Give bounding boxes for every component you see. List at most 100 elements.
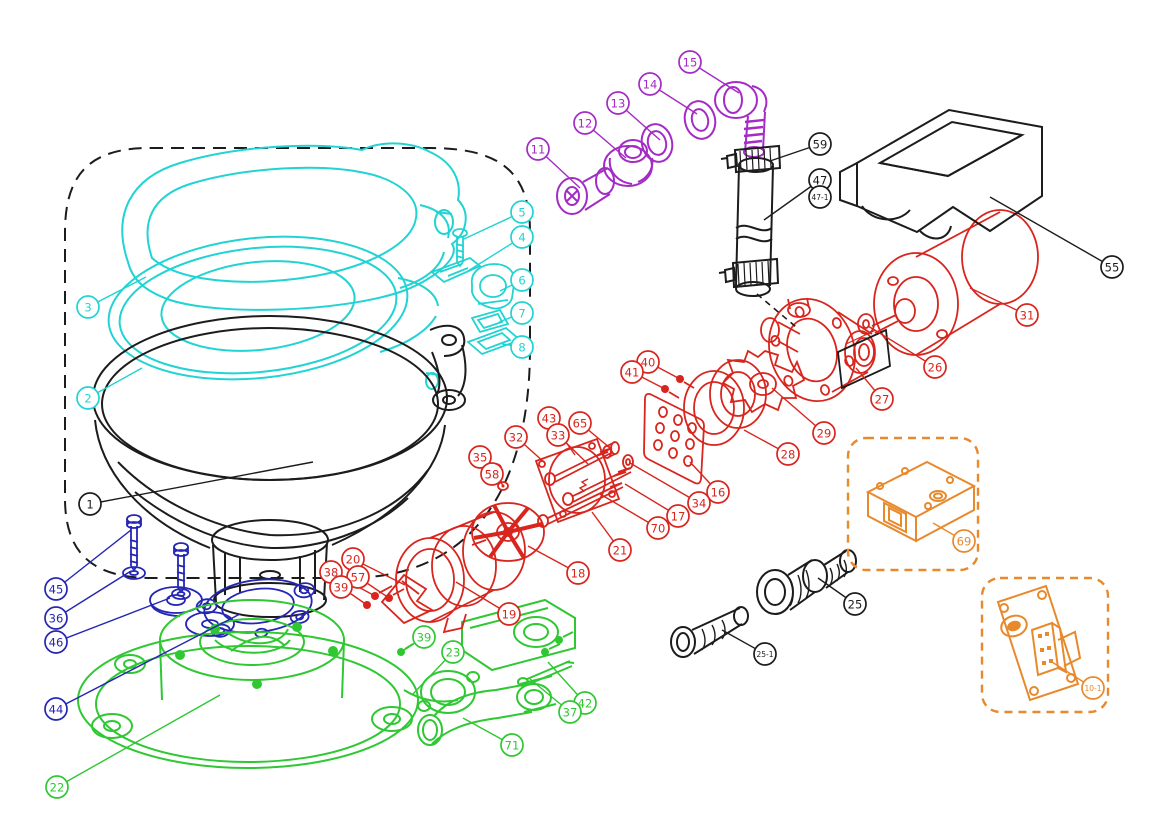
callout-number: 28 — [781, 448, 796, 462]
callout-number: 22 — [50, 781, 65, 795]
callout-31-17: 31 — [970, 288, 1038, 326]
callout-bubble — [667, 505, 689, 527]
callout-number: 12 — [578, 117, 593, 131]
inlet-fittings — [557, 82, 766, 214]
callout-bubble — [45, 578, 67, 600]
callout-bubble — [481, 463, 503, 485]
callout-39-40: 39 — [330, 576, 367, 605]
callout-number: 13 — [611, 97, 626, 111]
callout-number: 47-1 — [811, 193, 828, 202]
callout-bubble — [527, 138, 549, 160]
callout-32-31: 32 — [505, 426, 545, 463]
callout-number: 38 — [324, 566, 339, 580]
callout-41-27: 41 — [621, 361, 665, 389]
callout-number: 70 — [651, 522, 666, 536]
callout-12-9: 12 — [574, 112, 626, 158]
callout-11-8: 11 — [527, 138, 580, 188]
callout-57-39: 57 — [347, 566, 389, 598]
callout-bubble — [511, 269, 533, 291]
leader-line — [90, 462, 313, 504]
callout-23-47: 23 — [412, 641, 464, 695]
callout-number: 40 — [641, 356, 656, 370]
callout-bubble — [1101, 256, 1123, 278]
callout-bubble — [77, 387, 99, 409]
callout-18-35: 18 — [528, 546, 589, 584]
callout-number: 46 — [49, 636, 64, 650]
callout-34-23: 34 — [630, 463, 710, 514]
callout-44-44: 44 — [45, 614, 240, 720]
callout-number: 34 — [692, 497, 707, 511]
callout-69-53: 69 — [933, 523, 975, 552]
callout-bubble — [45, 698, 67, 720]
callout-22-45: 22 — [46, 695, 220, 798]
leader-line — [56, 598, 170, 642]
callout-number: 33 — [551, 429, 566, 443]
callout-number: 43 — [542, 412, 557, 426]
outlet-fittings — [671, 550, 856, 657]
callout-number: 14 — [643, 78, 658, 92]
callout-7-6: 7 — [499, 302, 533, 324]
callout-5-3: 5 — [464, 201, 533, 239]
callout-6-5: 6 — [500, 269, 533, 291]
pump-bracket-plate — [838, 330, 890, 388]
callout-10-1-54: 10-1 — [1052, 662, 1104, 699]
callout-number: 42 — [578, 697, 593, 711]
callout-bubble — [46, 776, 68, 798]
callout-number: 27 — [875, 393, 890, 407]
callout-bubble — [647, 517, 669, 539]
leader-line — [57, 695, 220, 787]
callout-number: 6 — [518, 274, 525, 288]
callout-bubble — [1016, 304, 1038, 326]
callout-bubble — [469, 446, 491, 468]
callout-4-4: 4 — [468, 226, 533, 271]
callout-1-0: 1 — [79, 462, 313, 515]
callout-number: 55 — [1105, 261, 1120, 275]
callout-47-14: 47 — [764, 169, 831, 220]
callout-number: 3 — [84, 301, 91, 315]
callout-bubble — [511, 226, 533, 248]
callout-bubble — [79, 493, 101, 515]
callout-37-49: 37 — [530, 679, 581, 723]
callout-bubble — [621, 361, 643, 383]
callout-47-1-15: 47-1 — [809, 186, 831, 208]
callout-number: 47 — [813, 174, 828, 188]
callout-number: 39 — [334, 581, 349, 595]
callout-bubble — [567, 562, 589, 584]
callout-bubble — [609, 539, 631, 561]
callout-19-36: 19 — [456, 582, 520, 625]
control-box-panel — [848, 438, 978, 570]
callout-21-34: 21 — [592, 512, 631, 561]
callout-number: 8 — [518, 341, 525, 355]
toilet-seat — [102, 223, 440, 394]
toilet-lid — [122, 143, 465, 309]
callout-bubble — [679, 51, 701, 73]
callout-bubble — [569, 412, 591, 434]
callout-bubble — [511, 302, 533, 324]
callout-26-18: 26 — [868, 326, 946, 378]
callout-number: 71 — [505, 739, 520, 753]
callout-number: 59 — [813, 138, 828, 152]
leader-line — [868, 326, 935, 367]
callout-bubble — [559, 701, 581, 723]
callout-bubble — [511, 336, 533, 358]
callout-bubble — [688, 492, 710, 514]
callout-bubble — [547, 424, 569, 446]
callout-number: 26 — [928, 361, 943, 375]
motor-cover — [840, 110, 1042, 238]
callout-2-1: 2 — [77, 368, 142, 409]
callout-33-30: 33 — [547, 424, 588, 464]
callout-number: 35 — [473, 451, 488, 465]
callout-15-12: 15 — [679, 51, 739, 93]
callout-number: 18 — [571, 567, 586, 581]
callout-number: 31 — [1020, 309, 1035, 323]
callout-bubble — [77, 296, 99, 318]
callout-bubble — [505, 426, 527, 448]
callout-number: 25 — [848, 598, 863, 612]
base-bolt-dots — [175, 622, 338, 689]
callout-number: 7 — [518, 307, 525, 321]
callout-bubble — [809, 133, 831, 155]
callout-number: 21 — [613, 544, 628, 558]
callout-bubble — [809, 186, 831, 208]
callout-number: 65 — [573, 417, 588, 431]
